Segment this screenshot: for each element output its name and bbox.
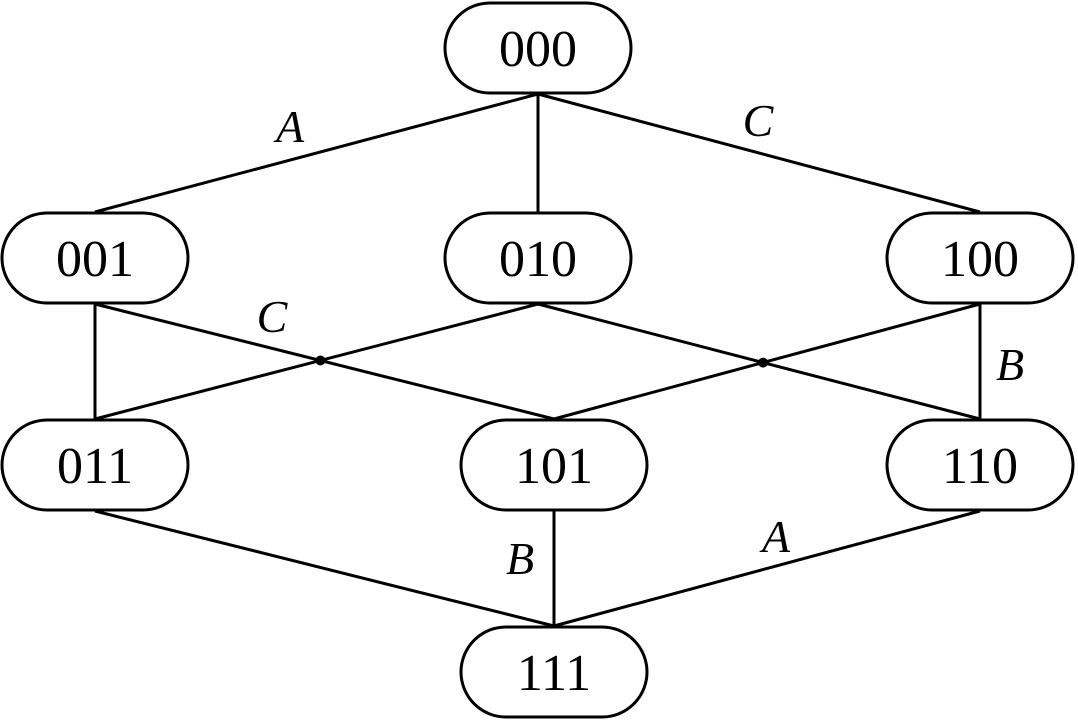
node-001: 001	[0, 211, 190, 305]
node-010: 010	[443, 211, 633, 305]
edge-000-001	[94, 92, 539, 214]
node-box	[0, 418, 190, 512]
edge-label-001-101: C	[257, 291, 289, 342]
node-100: 100	[885, 211, 1075, 305]
edge-000-100	[537, 92, 981, 214]
edge-label-101-111: B	[506, 533, 534, 584]
edge-label-000-001: A	[273, 101, 305, 152]
node-label: 100	[941, 231, 1019, 288]
node-label: 011	[57, 438, 133, 495]
node-label: 000	[499, 21, 577, 78]
node-101: 101	[459, 418, 649, 512]
edges-layer	[93, 92, 982, 628]
node-box	[885, 211, 1075, 305]
node-label: 010	[499, 231, 577, 288]
node-label: 001	[56, 231, 134, 288]
edge-label-110-111: A	[759, 511, 791, 562]
node-box	[459, 418, 649, 512]
node-111: 111	[459, 625, 649, 719]
crossing-dots-layer	[315, 355, 769, 368]
edge-110-111	[553, 509, 981, 628]
node-011: 011	[0, 418, 190, 512]
edge-label-000-100: C	[743, 95, 775, 146]
node-label: 101	[515, 438, 593, 495]
node-000: 000	[443, 1, 633, 95]
edge-011-111	[94, 509, 555, 628]
node-box	[885, 418, 1075, 512]
crossing-dot	[315, 355, 326, 366]
node-label: 110	[942, 438, 1018, 495]
node-box	[459, 625, 649, 719]
edge-label-100-110: B	[996, 339, 1024, 390]
node-box	[443, 211, 633, 305]
crossing-dot	[758, 357, 769, 368]
node-110: 110	[885, 418, 1075, 512]
node-box	[443, 1, 633, 95]
edge-labels-layer: A C C B B A	[257, 95, 1024, 584]
node-box	[0, 211, 190, 305]
node-label: 111	[517, 645, 591, 702]
